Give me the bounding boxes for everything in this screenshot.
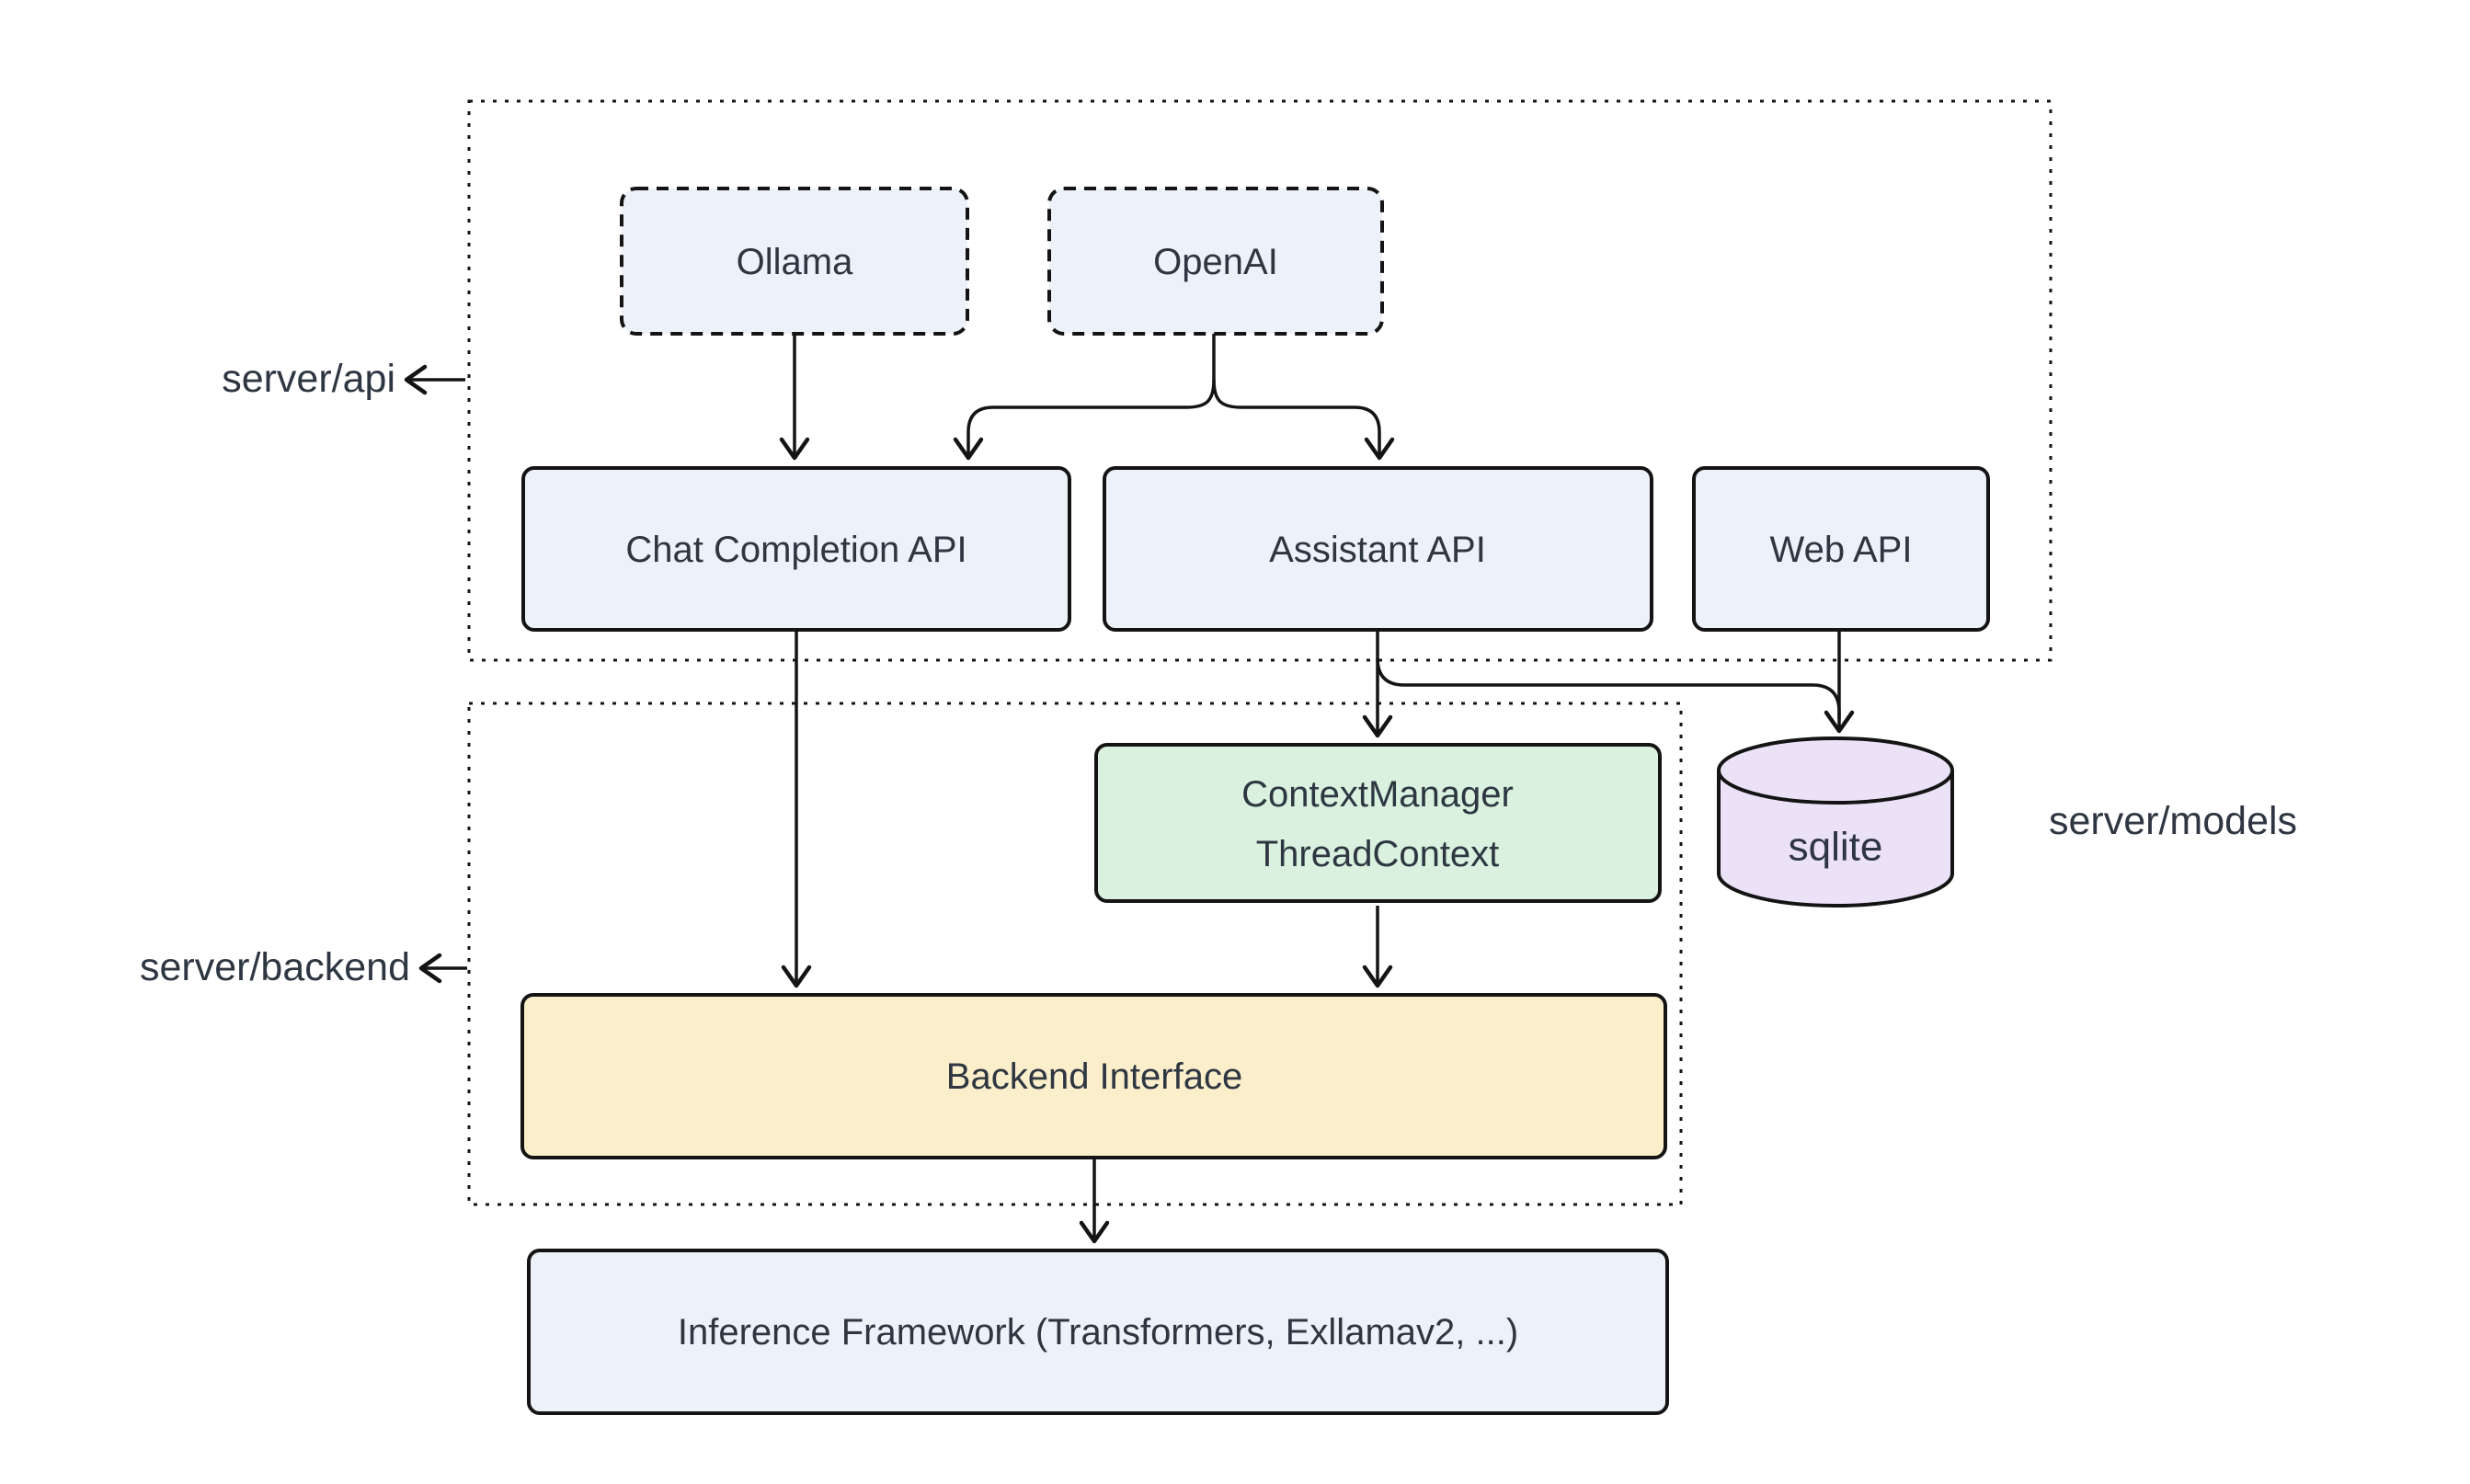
group-server-backend-border (467, 702, 1683, 1206)
annotation-server-models: server/models (2049, 799, 2297, 843)
edge-openai-to-chat-completion-api (953, 334, 1216, 461)
node-ollama-box (620, 187, 969, 336)
sqlite-cylinder-body (1717, 736, 1954, 908)
node-assistant-api: Assistant API (1103, 466, 1653, 632)
node-chat-completion-api-box (521, 466, 1071, 632)
node-inference-framework: Inference Framework (Transformers, Exlla… (527, 1249, 1669, 1415)
node-ollama-label: Ollama (737, 242, 853, 282)
node-web-api: Web API (1692, 466, 1990, 632)
node-openai-label: OpenAI (1153, 242, 1278, 282)
edge-openai-to-assistant-api (1212, 379, 1395, 461)
node-ollama: Ollama (620, 187, 969, 336)
node-web-api-box (1692, 466, 1990, 632)
node-backend-interface: Backend Interface (520, 993, 1667, 1159)
group-label-server-api: server/api (222, 357, 395, 401)
node-assistant-api-box (1103, 466, 1653, 632)
node-inference-framework-label: Inference Framework (Transformers, Exlla… (678, 1312, 1518, 1353)
node-chat-completion-api-label: Chat Completion API (625, 530, 966, 570)
sqlite-cylinder-rim (1717, 770, 1954, 805)
group-server-api-border (467, 99, 2053, 662)
node-assistant-api-label: Assistant API (1269, 530, 1486, 570)
node-context-manager-label-line2: ThreadContext (1256, 834, 1500, 874)
node-chat-completion-api: Chat Completion API (521, 466, 1071, 632)
node-sqlite: sqlite (1717, 736, 1954, 908)
node-inference-framework-box (527, 1249, 1669, 1415)
node-sqlite-label: sqlite (1789, 825, 1883, 870)
node-web-api-label: Web API (1770, 530, 1913, 570)
node-openai-box (1047, 187, 1384, 336)
node-context-manager-label-line1: ContextManager (1241, 774, 1514, 815)
group-label-server-backend: server/backend (140, 945, 410, 989)
node-openai: OpenAI (1047, 187, 1384, 336)
node-backend-interface-box (520, 993, 1667, 1159)
node-backend-interface-label: Backend Interface (946, 1056, 1242, 1097)
node-context-manager-box (1094, 743, 1662, 903)
edge-assistant-api-to-sqlite (1376, 657, 1841, 719)
node-context-manager: ContextManager ThreadContext (1094, 743, 1662, 903)
